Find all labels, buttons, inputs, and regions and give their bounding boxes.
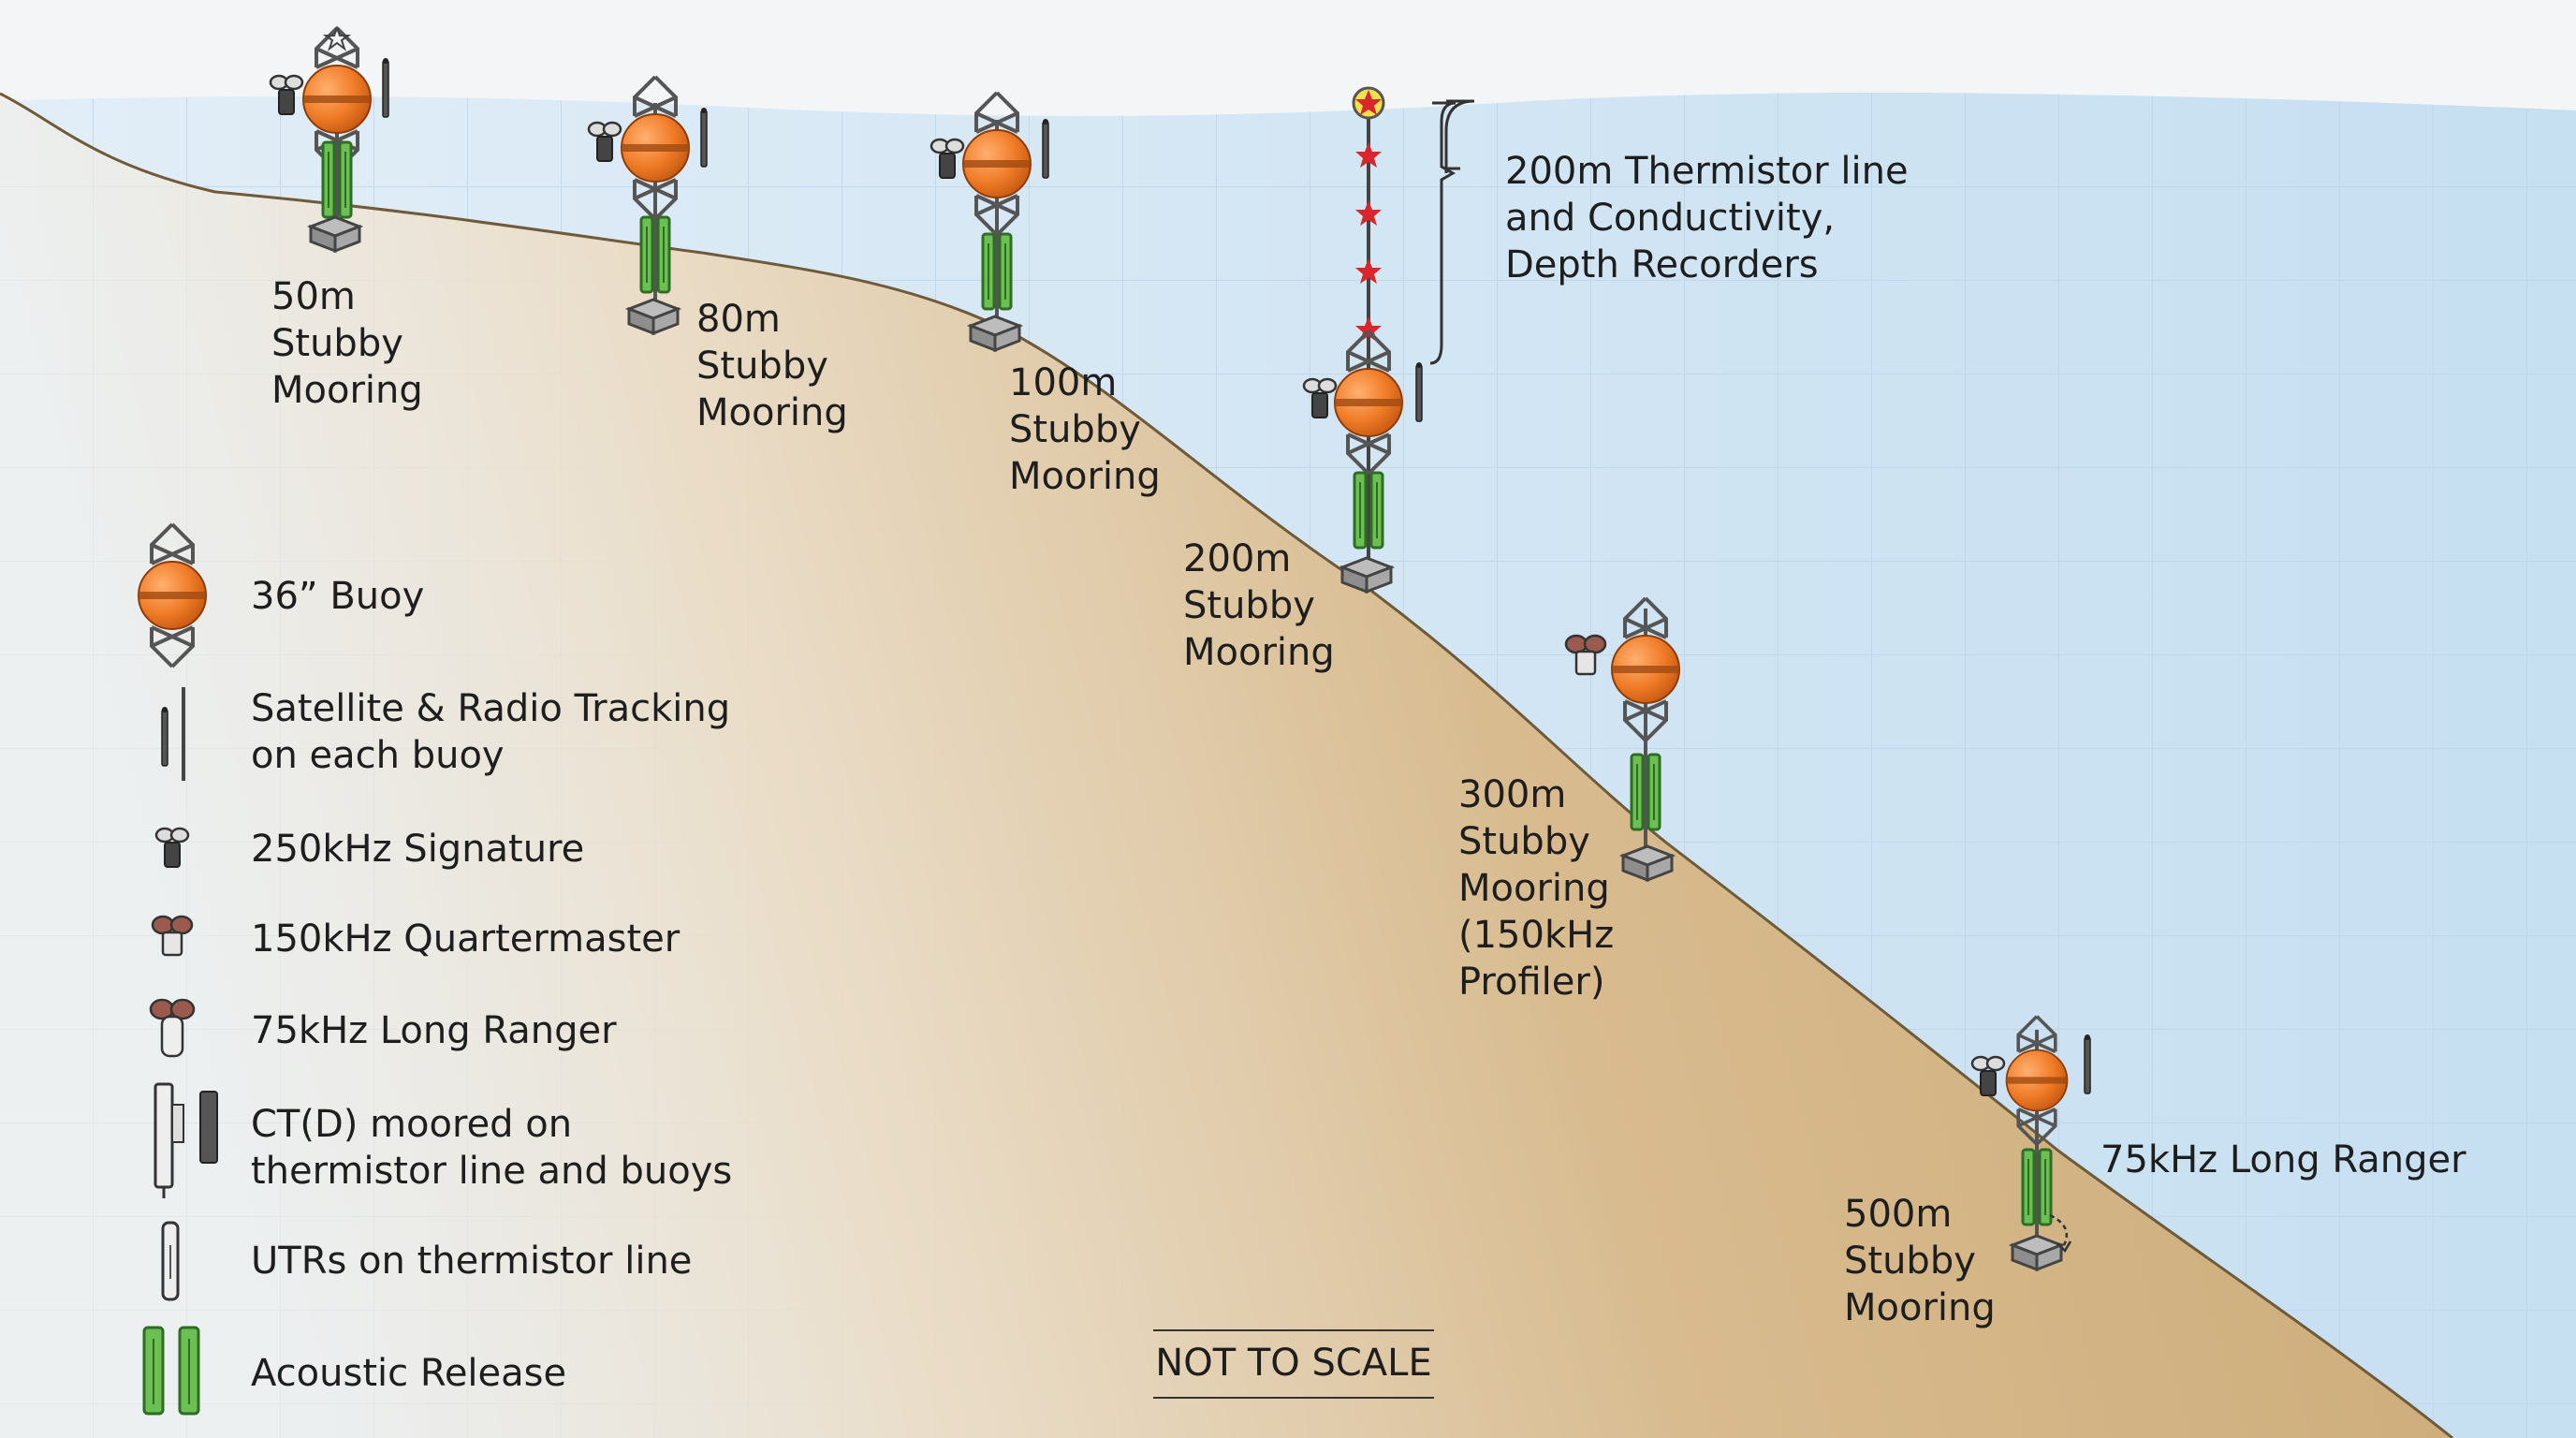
legend-label-quartermaster: 150kHz Quartermaster [251,917,681,961]
mooring-80m [587,75,708,335]
legend-label-buoy: 36” Buoy [251,575,425,618]
label-100m-mooring: 100m Stubby Mooring [1009,361,1161,498]
mooring-300m [1564,596,1681,882]
legend-label-utr: UTRs on thermistor line [251,1240,693,1283]
antenna-icon [382,57,389,118]
legend-acoustic-release-icon [142,1326,200,1416]
legend-label-long-ranger: 75kHz Long Ranger [251,1009,617,1052]
legend-icons [137,522,218,1416]
legend-label-tracking: Satellite & Radio Tracking on each buoy [251,687,731,777]
legend-label-acoustic-release: Acoustic Release [251,1352,567,1395]
seafloor-outline [0,92,2453,1438]
star-icon [322,25,352,51]
mooring-200m [1302,86,1475,594]
label-500m-mooring: 500m Stubby Mooring [1844,1193,1996,1329]
antenna-icon [1042,118,1049,179]
mooring-100m [929,91,1049,352]
label-50m-mooring: 50m Stubby Mooring [271,275,423,412]
antenna-icon [2084,1034,2091,1094]
label-200m-mooring: 200m Stubby Mooring [1183,537,1335,674]
long-ranger-callout: 75kHz Long Ranger [2100,1138,2466,1181]
legend-label-signature: 250kHz Signature [251,828,585,871]
legend-ctd-icon [154,1082,218,1198]
legend-utr-icon [161,1221,180,1301]
seafloor-slope [0,94,2452,1438]
label-80m-mooring: 80m Stubby Mooring [696,298,848,434]
antenna-icon [1415,361,1423,422]
thermistor-callout: 200m Thermistor line and Conductivity, D… [1505,150,1909,286]
not-to-scale-label: NOT TO SCALE [1153,1329,1434,1399]
label-300m-mooring: 300m Stubby Mooring (150kHz Profiler) [1458,773,1615,1004]
thermistor-bracket [1429,101,1456,365]
legend-label-ctd: CT(D) moored on thermistor line and buoy… [251,1103,733,1193]
mooring-500m [1970,1014,2091,1271]
antenna-icon [700,107,708,168]
legend-antenna-icon [161,687,185,781]
mooring-50m [269,25,389,253]
